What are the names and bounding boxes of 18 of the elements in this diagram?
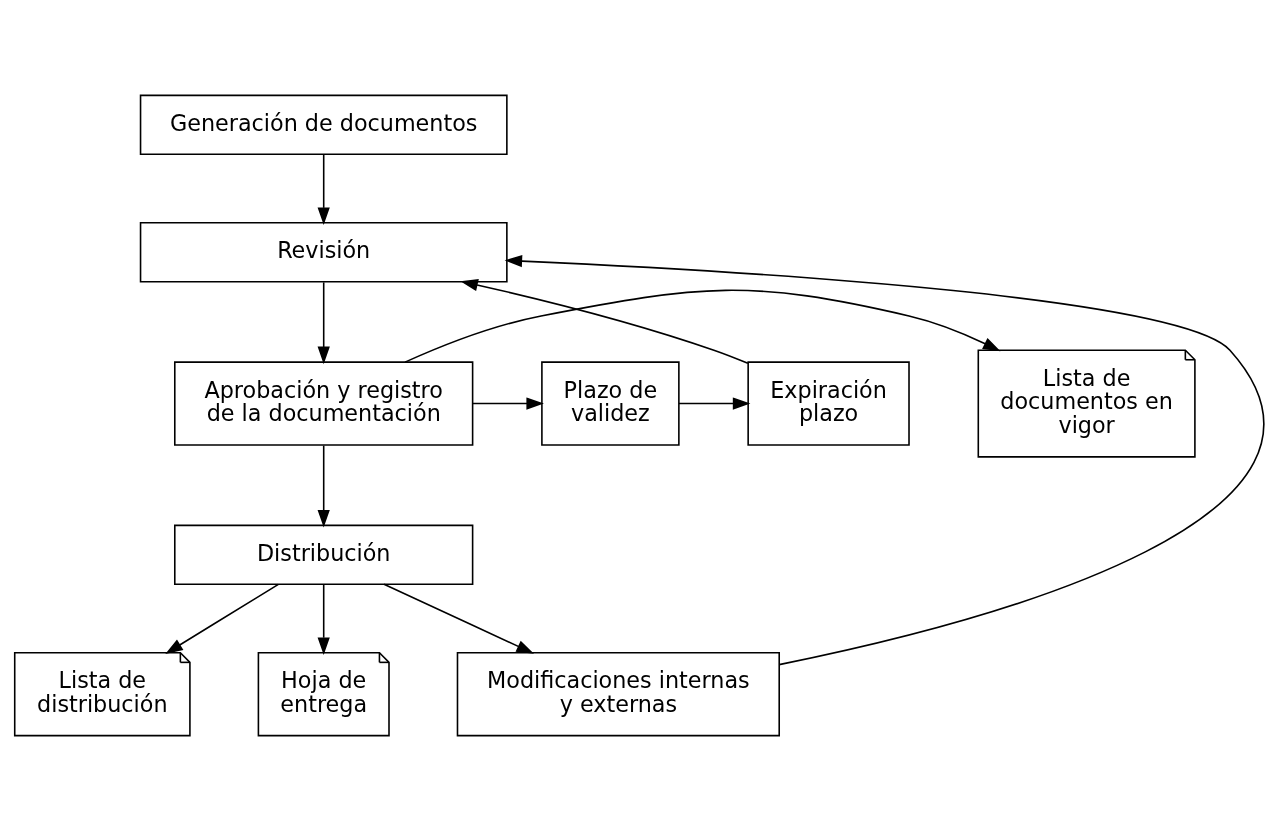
node-box: Distribución — [174, 524, 474, 585]
node-box: Generación de documentos — [139, 94, 508, 155]
arrow — [383, 583, 534, 654]
arrow — [460, 278, 749, 364]
node-box: Aprobación y registro de la documentación — [174, 360, 474, 446]
node-box: Revisión — [139, 221, 508, 282]
arrow — [471, 396, 544, 410]
arrow — [404, 289, 1001, 363]
node-box: Expiración plazo — [747, 360, 910, 446]
arrow — [317, 281, 330, 364]
arrow — [504, 254, 1265, 665]
arrow — [317, 444, 330, 527]
arrow — [317, 153, 330, 225]
node-box: Modificaciones internas y externas — [456, 651, 780, 736]
arrow — [165, 583, 280, 654]
arrow — [678, 396, 751, 410]
node-box: Plazo de validez — [541, 360, 680, 446]
arrow — [317, 583, 330, 655]
